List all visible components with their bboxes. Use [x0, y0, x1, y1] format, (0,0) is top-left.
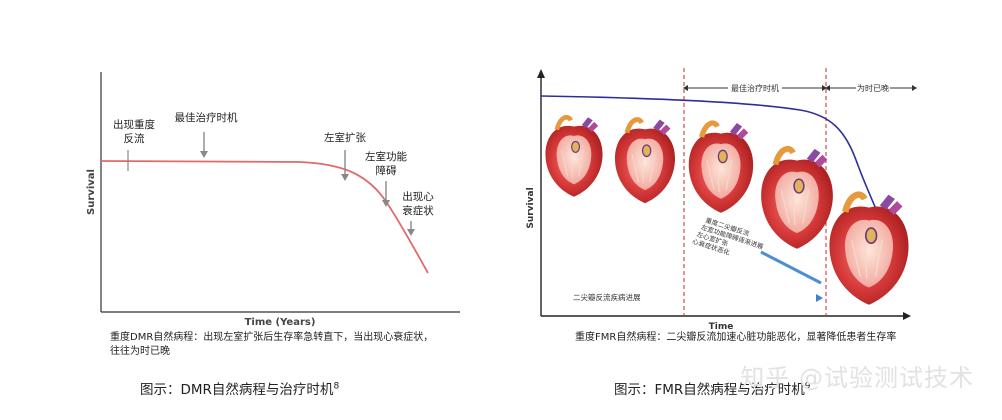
dmr-description-line1: 重度DMR自然病程：出现左室扩张后生存率急转直下，当出现心衰症状， — [110, 330, 433, 343]
optimal-timing-arrow-icon — [200, 132, 208, 158]
event-lv-dysfunction-line1: 左室功能 — [365, 150, 407, 163]
right-x-axis-arrow-icon — [903, 312, 911, 320]
dmr-survival-curve — [100, 160, 429, 274]
heart-failure-arrow-icon — [407, 221, 415, 236]
deterioration-bar — [760, 250, 822, 285]
heart-illustration-4 — [761, 149, 833, 249]
left-caption-ref: 8 — [333, 381, 340, 392]
left-caption: 图示：DMR自然病程与治疗时机8 — [140, 378, 340, 399]
right-caption-text: 图示：FMR自然病程与治疗时机 — [614, 382, 805, 398]
heart-illustration-3 — [689, 123, 753, 213]
right-y-axis-label: Survival — [526, 187, 536, 228]
progress-label: 二尖瓣反流疾病进展 — [573, 292, 641, 302]
left-x-axis-label: Time (Years) — [245, 317, 316, 328]
left-y-axis-label: Survival — [86, 169, 97, 215]
event-regurgitation-line2: 反流 — [124, 132, 145, 145]
fmr-description: 重度FMR自然病程：二尖瓣反流加速心脏功能恶化，显著降低患者生存率 — [575, 330, 896, 343]
lv-dysfunction-arrow-icon — [382, 181, 390, 207]
fmr-diagram: Survival Time 最佳治疗时机 为时已晚 重度二尖瓣反流 左室功能障碍… — [526, 68, 917, 343]
dmr-description-line2: 往往为时已晚 — [110, 344, 170, 357]
event-lv-dilation: 左室扩张 — [324, 131, 366, 144]
phase-too-late-label: 为时已晚 — [857, 83, 889, 93]
event-lv-dysfunction-line2: 障碍 — [376, 164, 397, 177]
event-regurgitation-line1: 出现重度 — [113, 118, 155, 131]
right-caption-ref: 9 — [804, 381, 811, 392]
right-y-axis-arrow-icon — [537, 69, 545, 78]
fmr-survival-curve — [540, 95, 881, 219]
heart-illustration-1 — [545, 117, 602, 197]
progress-arrow-icon — [670, 294, 823, 302]
watermark: 知乎 @试验测试技术 — [740, 364, 974, 392]
heart-illustration-2 — [615, 120, 675, 204]
right-x-axis-label: Time — [709, 322, 734, 332]
dmr-diagram: Survival Time (Years) 出现重度 反流 最佳治疗时机 左室扩… — [86, 72, 460, 357]
event-heart-failure-line2: 衰症状 — [402, 204, 434, 217]
lv-dilation-arrow-icon — [341, 150, 349, 181]
heart-illustration-5 — [829, 195, 908, 305]
right-caption: 图示：FMR自然病程与治疗时机9 — [614, 378, 811, 399]
phase-optimal-label: 最佳治疗时机 — [731, 83, 779, 93]
event-optimal-timing: 最佳治疗时机 — [175, 111, 238, 124]
event-heart-failure-line1: 出现心 — [402, 190, 434, 203]
left-caption-text: 图示：DMR自然病程与治疗时机 — [140, 382, 334, 398]
